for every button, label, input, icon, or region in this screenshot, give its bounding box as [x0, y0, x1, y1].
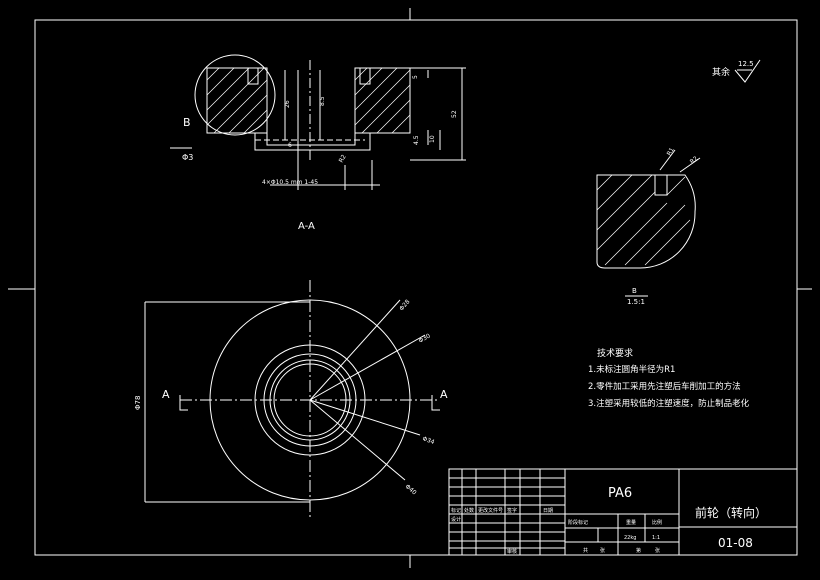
tech-req-item: 1.未标注圆角半径为R1: [588, 364, 675, 375]
hatch-right: [354, 67, 411, 134]
dim-small-4: 10: [429, 135, 436, 143]
tb-label: 张: [655, 547, 660, 554]
tb-label: 阶段标记: [568, 519, 588, 526]
tb-label: 第: [636, 547, 641, 554]
tb-label: 设计: [451, 516, 461, 523]
tb-label: 张: [600, 547, 605, 554]
plan-dim-d3: Φ34: [421, 435, 435, 446]
roughness-value: 12.5: [738, 60, 754, 68]
detail-dim-r1: R1: [666, 146, 676, 157]
tb-label: 处数: [464, 507, 474, 514]
section-arrow-left: A: [162, 388, 170, 401]
detail-callout-letter: B: [183, 116, 191, 129]
tb-material: PA6: [608, 486, 632, 501]
section-dim-labels: 26 8.5 52 Φ3 4×Φ10.5 mm 1-45 R2 5 6 4.5 …: [182, 75, 458, 186]
dim-radius: R2: [338, 153, 348, 164]
dim-hole-left: Φ3: [182, 153, 193, 162]
hatch-left: [206, 67, 268, 134]
dim-small-3: 4.5: [413, 135, 420, 145]
section-view: [170, 54, 466, 190]
plan-view: [144, 280, 440, 520]
detail-view-scale: 1.5:1: [627, 298, 645, 306]
tb-label: 签字: [507, 507, 517, 514]
plan-dim-d4: Φ40: [404, 483, 418, 496]
title-block: [448, 468, 798, 556]
tb-weight: 22kg: [624, 535, 636, 541]
dim-hole-note: 4×Φ10.5 mm 1-45: [262, 179, 318, 186]
section-label: A-A: [298, 221, 315, 232]
tech-req-title: 技术要求: [597, 347, 633, 359]
detail-view: [596, 149, 701, 297]
tb-label: 更改文件号: [478, 507, 503, 514]
tb-drawing-no: 01-08: [718, 536, 753, 550]
detail-circle: [194, 54, 276, 136]
tb-label: 标记: [451, 507, 461, 514]
plan-dim-outer: Φ78: [134, 396, 142, 410]
dim-width-inner: 8.5: [319, 96, 326, 106]
tb-label: 日期: [543, 508, 553, 514]
dim-small-2: 6: [288, 142, 292, 149]
tb-scale: 1:1: [652, 535, 660, 541]
tech-req-item: 3.注塑采用较低的注塑速度，防止制品老化: [588, 398, 750, 409]
roughness-text: 其余: [712, 66, 730, 78]
detail-dim-r2: R2: [689, 155, 700, 166]
tb-label: 比例: [652, 519, 662, 526]
tb-part-name: 前轮（转向）: [695, 505, 767, 520]
detail-view-letter: B: [632, 287, 637, 295]
roughness-symbol: [734, 59, 761, 83]
dim-height-total: 52: [451, 110, 458, 118]
title-block-labels: 标记 处数 更改文件号 签字 日期 设计 审核 阶段标记 重量 比例 共 张 第…: [451, 507, 662, 555]
dim-height-inner: 26: [284, 100, 291, 108]
drawing-frame: [8, 8, 812, 568]
dim-small-1: 5: [412, 75, 419, 79]
tb-label: 重量: [626, 519, 636, 526]
tb-label: 共: [583, 547, 588, 554]
plan-dim-d2: Φ30: [418, 332, 432, 344]
section-arrow-right: A: [440, 388, 448, 401]
tb-label: 审核: [507, 548, 517, 555]
tech-req-item: 2.零件加工采用先注塑后车削加工的方法: [588, 381, 741, 392]
